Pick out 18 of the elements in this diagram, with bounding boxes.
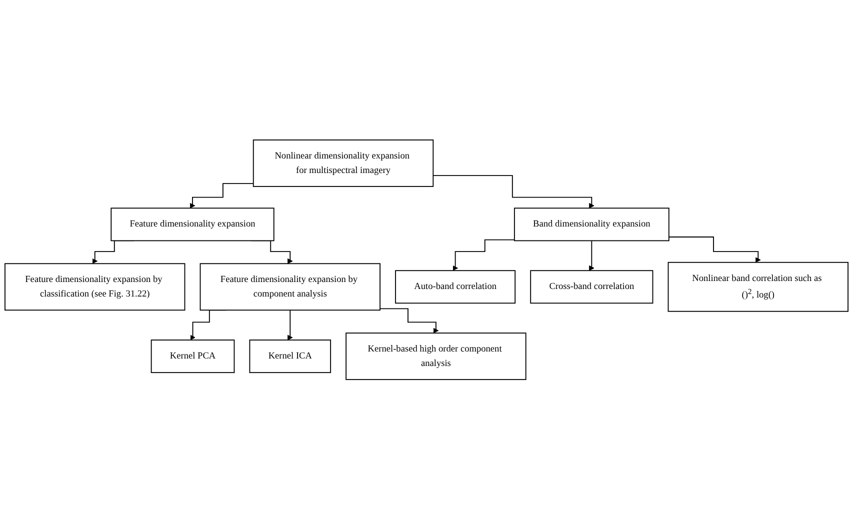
arrow bbox=[432, 174, 594, 208]
arrow bbox=[452, 239, 515, 271]
node-box: Auto-band correlation bbox=[395, 270, 516, 304]
arrow bbox=[588, 240, 594, 271]
node-box: Nonlinear dimensionality expansion for multispectral imagery bbox=[252, 139, 434, 187]
node-box: Feature dimensionality expansion bbox=[110, 207, 274, 241]
arrow bbox=[287, 309, 293, 340]
node-box: Cross-band correlation bbox=[530, 270, 654, 304]
node-box: Kernel-based high order component analysis bbox=[346, 332, 526, 380]
node-box: Kernel PCA bbox=[150, 339, 235, 373]
node-box: Band dimensionality expansion bbox=[514, 207, 670, 241]
node-box: Nonlinear band correlation such as ()$^{2}$, log() bbox=[668, 262, 848, 312]
arrow bbox=[380, 308, 439, 334]
node-box: Kernel ICA bbox=[249, 339, 332, 373]
arrow bbox=[190, 182, 254, 208]
node-box: Feature dimensionality expansion by classification (see Fig. 31.22) bbox=[4, 262, 186, 310]
arrow bbox=[668, 236, 761, 262]
node-box: Feature dimensionality expansion by component analysis bbox=[200, 262, 380, 310]
